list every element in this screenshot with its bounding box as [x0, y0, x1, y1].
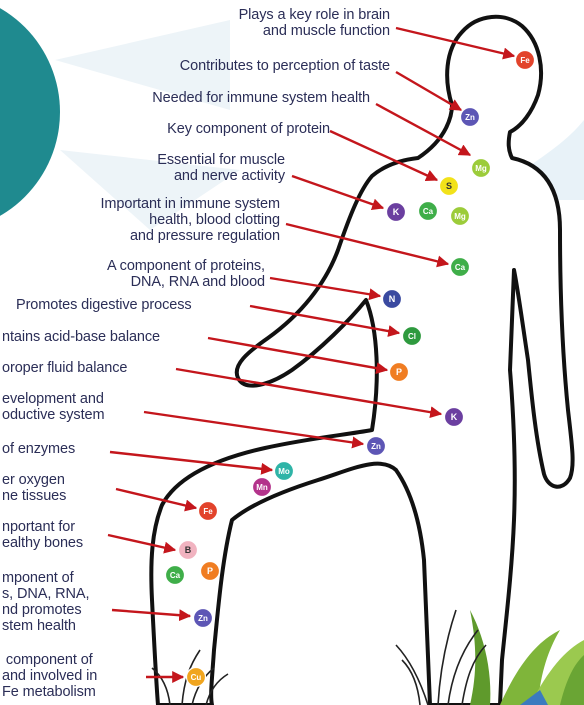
mineral-badge-mg: Mg — [451, 207, 470, 226]
mineral-badge-cu: Cu — [187, 668, 206, 687]
mineral-badge-p: P — [390, 363, 409, 382]
mineral-function-label: Plays a key role in brain and muscle fun… — [150, 7, 390, 39]
mineral-badge-ca: Ca — [419, 202, 438, 221]
mineral-function-label: Promotes digestive process — [16, 297, 256, 313]
mineral-badge-symbol: P — [396, 367, 402, 377]
mineral-badge-ca: Ca — [451, 258, 470, 277]
mineral-function-label: Contributes to perception of taste — [100, 58, 390, 74]
mineral-badge-symbol: K — [451, 412, 458, 422]
mineral-badge-s: S — [440, 177, 459, 196]
mineral-badge-symbol: Mg — [454, 212, 466, 221]
mineral-badge-symbol: Ca — [170, 571, 181, 580]
mineral-badge-symbol: Mn — [256, 483, 268, 492]
mineral-function-label: er oxygen ne tissues — [2, 472, 112, 504]
mineral-function-label: A component of proteins, DNA, RNA and bl… — [40, 258, 265, 290]
mineral-badge-symbol: Cu — [191, 673, 202, 682]
mineral-badge-mo: Mo — [275, 462, 294, 481]
mineral-badge-fe: Fe — [199, 502, 218, 521]
mineral-function-label: of enzymes — [2, 441, 122, 457]
mineral-badge-symbol: Zn — [465, 113, 475, 122]
mineral-badge-symbol: K — [393, 207, 400, 217]
mineral-badge-mg: Mg — [472, 159, 491, 178]
mineral-badge-symbol: Mo — [278, 467, 290, 476]
mineral-badge-ca: Ca — [166, 566, 185, 585]
mineral-badge-symbol: Fe — [520, 56, 530, 65]
mineral-badge-symbol: Zn — [371, 442, 381, 451]
mineral-badge-symbol: Ca — [455, 263, 466, 272]
mineral-function-label: Essential for muscle and nerve activity — [100, 152, 285, 184]
mineral-function-label: Needed for immune system health — [60, 90, 370, 106]
mineral-badge-symbol: Zn — [198, 614, 208, 623]
mineral-badge-cl: Cl — [403, 327, 422, 346]
pointer-arrow — [144, 412, 363, 444]
mineral-function-label: Key component of protein — [90, 121, 330, 137]
mineral-badge-symbol: B — [185, 545, 192, 555]
mineral-badge-symbol: Fe — [203, 507, 213, 516]
mineral-badge-n: N — [383, 290, 402, 309]
mineral-badge-k: K — [445, 408, 464, 427]
mineral-badge-p: P — [201, 562, 220, 581]
mineral-badge-symbol: N — [389, 294, 396, 304]
mineral-badge-mn: Mn — [253, 478, 272, 497]
mineral-function-label: component of and involved in Fe metaboli… — [2, 652, 152, 700]
mineral-badge-symbol: Ca — [423, 207, 434, 216]
mineral-badge-symbol: Cl — [408, 332, 416, 341]
mineral-function-label: nportant for ealthy bones — [2, 519, 122, 551]
mineral-badge-symbol: Mg — [475, 164, 487, 173]
mineral-badge-b: B — [179, 541, 198, 560]
mineral-function-label: oroper fluid balance — [2, 360, 202, 376]
mineral-function-label: evelopment and oductive system — [2, 391, 162, 423]
mineral-badge-zn: Zn — [461, 108, 480, 127]
mineral-function-label: ntains acid-base balance — [2, 329, 222, 345]
mineral-badge-symbol: P — [207, 566, 213, 576]
mineral-badge-fe: Fe — [516, 51, 535, 70]
mineral-badge-zn: Zn — [367, 437, 386, 456]
mineral-badge-zn: Zn — [194, 609, 213, 628]
mineral-function-label: Important in immune system health, blood… — [20, 196, 280, 244]
mineral-badge-k: K — [387, 203, 406, 222]
mineral-function-label: mponent of s, DNA, RNA, nd promotes stem… — [2, 570, 132, 634]
mineral-badge-symbol: S — [446, 181, 452, 191]
